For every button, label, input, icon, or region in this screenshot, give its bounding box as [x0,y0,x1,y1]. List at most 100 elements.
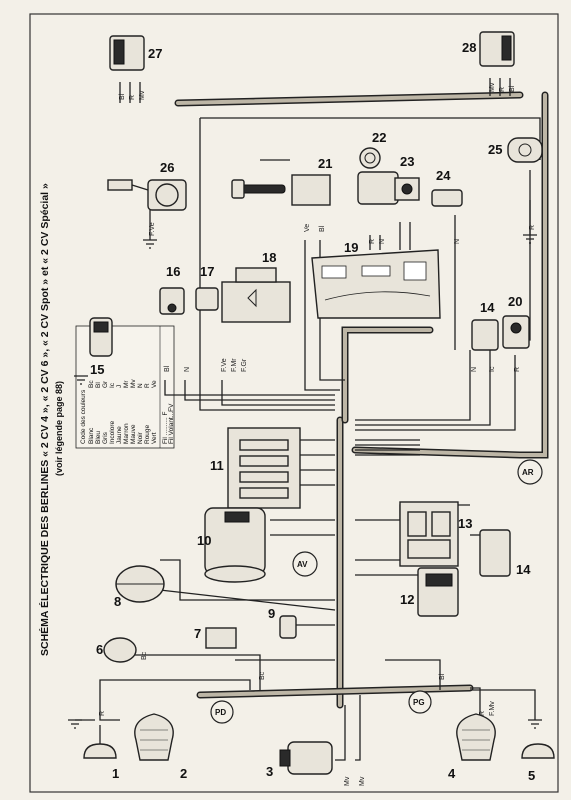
component-15: 15 [89,317,113,377]
component-25: 25 [488,137,543,163]
legend-fil-volant: Fil Volant...FV [168,403,175,444]
wire-label: R [479,711,486,716]
legend-fil: Fil .......... F [162,411,169,444]
wire-label: N [454,239,461,244]
wire-label: R [369,239,376,244]
component-number: 13 [458,516,472,531]
legend-code: Ic [109,382,116,388]
wire-label: Bl [119,93,126,100]
wire-label: R [99,711,106,716]
legend-code: J [116,385,123,388]
main-harness [174,91,549,709]
wire-label: Ic [489,366,496,372]
component-number: 14 [480,300,495,315]
wire-label: Bl [319,225,326,232]
component-12: 12 [400,567,459,617]
component-13: 13 [399,501,472,567]
legend-color: Mauve [130,424,137,444]
wire-label: F.Ve [221,358,228,372]
legend-color: Rouge [144,424,151,444]
component-number: 19 [344,240,358,255]
legend-code: Mr [123,380,130,388]
wire-label: F.Mr [231,358,238,372]
legend-color: Incolore [109,420,116,444]
component-8: 8 [114,565,165,609]
legend-code: Bl [95,382,102,388]
frame [29,13,559,793]
component-16: 16 [159,264,185,315]
component-number: 20 [508,294,522,309]
component-19: 19 [311,240,441,319]
component-9: 9 [268,606,297,639]
wire-label: Mv [359,776,366,786]
legend-color: Marron [123,423,130,444]
legend-color: Bleu [95,431,102,444]
harness-tags: AV AR PD PG [210,459,543,724]
component-22: 22 [357,130,399,205]
wire-label: Ve [304,224,311,232]
component-1: 1 [83,725,119,781]
component-number: 9 [268,606,275,621]
wire-label: Bc [259,671,266,680]
component-number: 21 [318,156,332,171]
legend-color: Noir [137,431,144,444]
component-number: 1 [112,766,119,781]
component-18: 18 [221,250,291,323]
legend-color: Gris [102,431,109,444]
component-number: 17 [200,264,214,279]
legend-code: Bc [88,380,95,388]
component-26: 26 [107,160,187,211]
legend-color: Jaune [116,426,123,444]
wire-label: F.Gr [241,358,248,372]
harness-tag-av: AV [297,560,308,569]
component-number: 2 [180,766,187,781]
wire-label: Bl [509,85,516,92]
legend-code: Gr [102,380,109,388]
component-4: 4 [448,713,496,781]
wire-label: N [379,239,386,244]
component-number: 10 [197,533,211,548]
harness-tag-pg: PG [413,698,425,707]
component-number: 26 [160,160,174,175]
component-7: 7 [194,626,237,649]
component-number: 3 [266,764,273,779]
wire-label: R [529,225,536,230]
component-14-lower: 14 [479,529,531,577]
wire-label: N [184,367,191,372]
wire-label: R [514,367,521,372]
legend-code: Mv [130,379,137,388]
diagram-title: SCHÉMA ÉLECTRIQUE DES BERLINES « 2 CV 4 … [38,183,51,656]
component-24: 24 [431,168,463,207]
component-17: 17 [195,264,219,311]
component-5: 5 [521,743,555,783]
component-6: 6 [96,637,137,663]
ground-symbols [68,234,542,729]
wire-label: R [499,87,506,92]
component-14-upper: 14 [471,300,499,351]
component-27: 27 [109,35,162,71]
component-10: 10 [197,507,266,583]
component-3: 3 [266,741,333,779]
component-number: 14 [516,562,531,577]
wire-label: Bl [439,673,446,680]
component-2: 2 [134,713,187,781]
wire-label: N [471,367,478,372]
component-20: 20 [502,294,530,349]
wire-label: Mv [344,776,351,786]
legend-color: Blanc [88,427,95,444]
component-number: 4 [448,766,456,781]
legend-code: R [144,383,151,388]
diagram-subtitle: (voir légende page 88) [54,381,64,476]
legend-code: Ve [151,380,158,388]
component-number: 5 [528,768,535,783]
component-number: 16 [166,264,180,279]
legend-heading: Code des couleurs [80,389,87,444]
component-number: 25 [488,142,502,157]
component-number: 18 [262,250,276,265]
component-23: 23 [394,154,420,201]
component-number: 11 [210,458,224,473]
component-21: 21 [231,156,332,206]
component-number: 6 [96,642,103,657]
wire-label: Mv [489,82,496,92]
